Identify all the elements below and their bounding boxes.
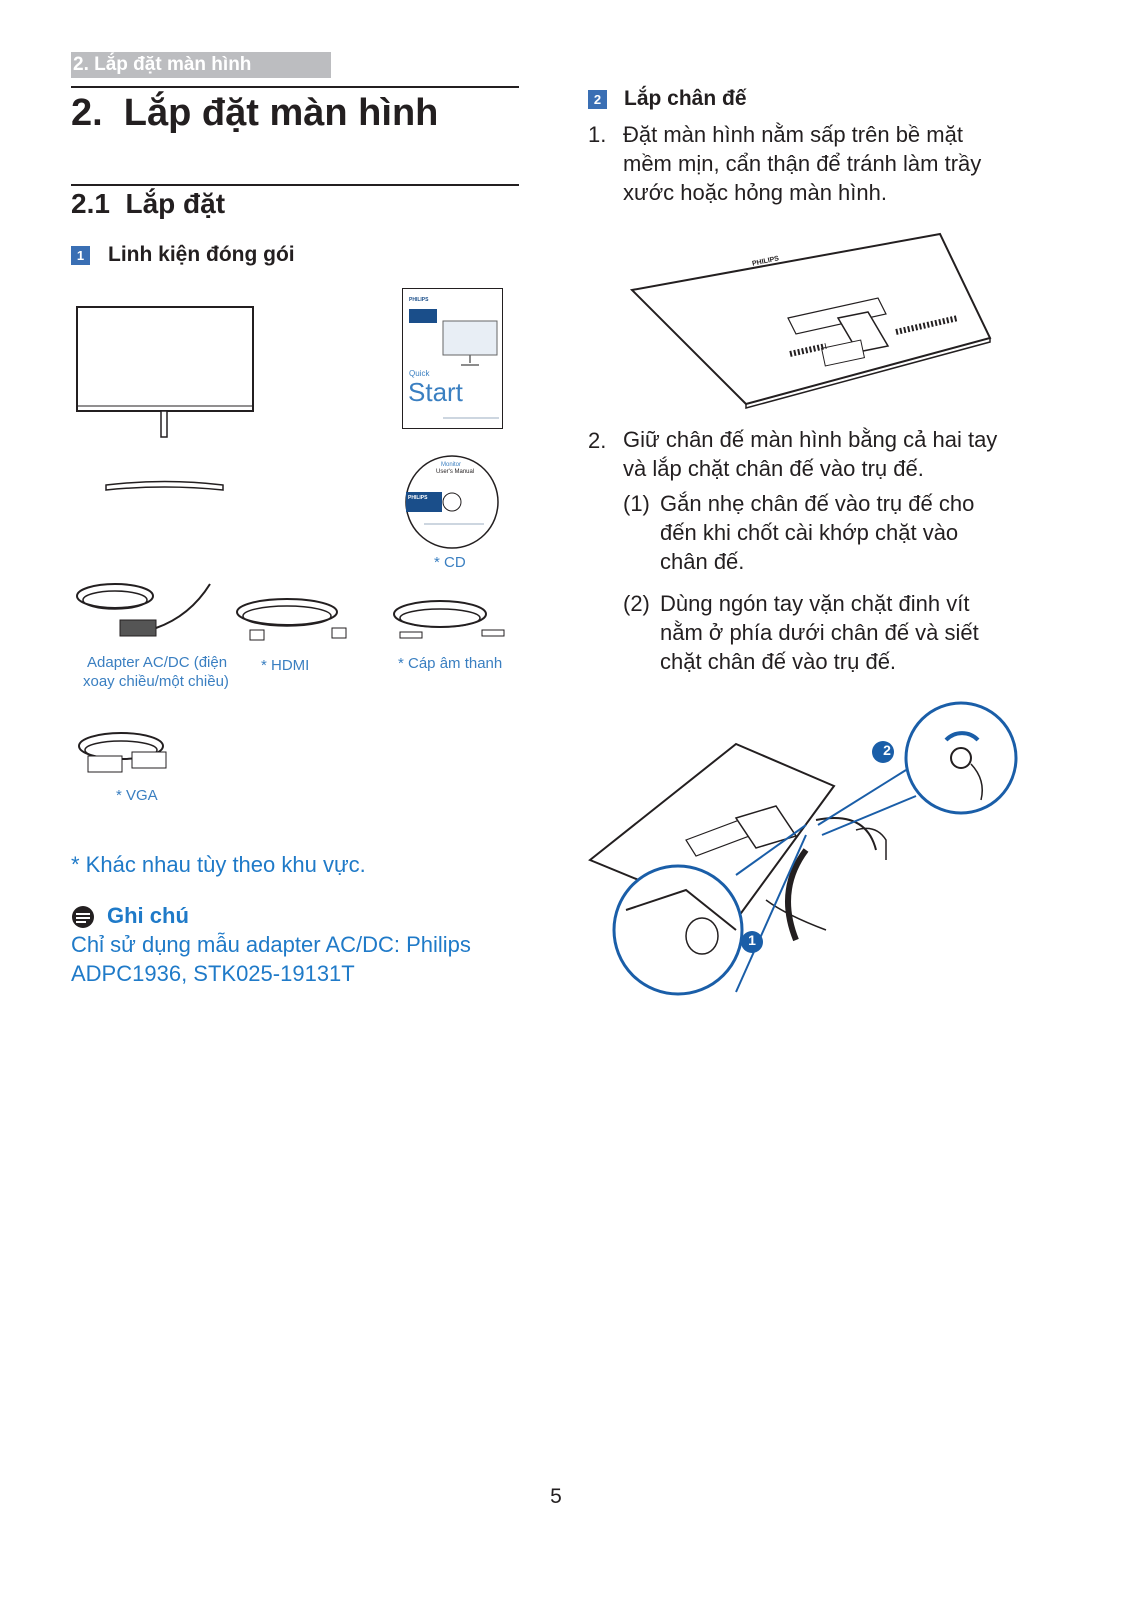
cd-caption: * CD <box>434 554 466 571</box>
section-badge-2: 2 <box>588 90 607 109</box>
vga-cable-illustration <box>78 732 167 773</box>
substep1-line3: chân đế. <box>660 549 745 574</box>
quick-start-brand: PHILIPS <box>409 297 429 303</box>
cd-line2: User's Manual <box>436 469 475 475</box>
substep2-line3: chặt chân đế vào trụ đế. <box>660 649 897 674</box>
stand-assembly-illustration <box>588 701 1018 996</box>
note-heading: Ghi chú <box>107 903 189 928</box>
note-text-line1: Chỉ sử dụng mẫu adapter AC/DC: Philips <box>71 932 471 957</box>
running-header: 2. Lắp đặt màn hình <box>71 52 331 78</box>
title-rule <box>71 86 519 88</box>
substep1-line2: đến khi chốt cài khớp chặt vào <box>660 520 959 545</box>
page-title: 2. Lắp đặt màn hình <box>71 92 439 134</box>
step1-number: 1. <box>588 122 607 147</box>
packing-heading: Linh kiện đóng gói <box>108 243 295 266</box>
step1-line1: Đặt màn hình nằm sấp trên bề mặt <box>623 122 963 147</box>
step1-line3: xước hoặc hỏng màn hình. <box>623 180 887 205</box>
quick-start-line1: Quick <box>409 369 430 378</box>
vga-caption: * VGA <box>116 787 158 804</box>
section-title: 2.1 Lắp đặt <box>71 188 226 219</box>
substep1-number: (1) <box>623 491 650 516</box>
booklet-fine-print <box>443 417 499 419</box>
hdmi-caption: * HDMI <box>261 657 310 674</box>
quick-start-booklet: PHILIPS Quick Start <box>402 288 503 429</box>
booklet-monitor-image <box>442 320 498 366</box>
region-note: * Khác nhau tùy theo khu vực. <box>71 852 366 877</box>
step2-number: 2. <box>588 428 607 453</box>
note-icon <box>72 906 94 928</box>
callout-1: 1 <box>748 932 756 948</box>
adapter-caption-line1: Adapter AC/DC (điện <box>87 654 228 671</box>
quick-start-label-box <box>409 309 437 323</box>
hdmi-cable-illustration <box>236 598 347 641</box>
note-text-line2: ADPC1936, STK025-19131T <box>71 961 355 986</box>
section-badge-1: 1 <box>71 246 90 265</box>
audio-cable-illustration <box>393 600 505 639</box>
audio-caption: * Cáp âm thanh <box>398 655 503 672</box>
monitor-front-illustration <box>76 306 254 491</box>
stand-heading: Lắp chân đế <box>624 87 747 110</box>
step2-line2: và lắp chặt chân đế vào trụ đế. <box>623 456 924 481</box>
substep1-line1: Gắn nhẹ chân đế vào trụ đế cho <box>660 491 975 516</box>
cd-line1: Monitor <box>441 462 462 468</box>
page-number: 5 <box>550 1485 562 1508</box>
section-rule <box>71 184 519 186</box>
cd-disc-illustration <box>405 455 499 549</box>
quick-start-line2: Start <box>408 377 463 407</box>
callout-2: 2 <box>883 742 891 758</box>
cd-brand: PHILIPS <box>408 495 428 501</box>
power-adapter-illustration <box>76 583 211 637</box>
substep2-number: (2) <box>623 591 650 616</box>
substep2-line2: nằm ở phía dưới chân đế và siết <box>660 620 979 645</box>
monitor-face-down-illustration <box>629 232 992 409</box>
step2-line1: Giữ chân đế màn hình bằng cả hai tay <box>623 427 998 452</box>
substep2-line1: Dùng ngón tay vặn chặt đinh vít <box>660 591 970 616</box>
adapter-caption-line2: xoay chiều/một chiều) <box>83 673 229 690</box>
step1-line2: mềm mịn, cẩn thận để tránh làm trầy <box>623 151 982 176</box>
